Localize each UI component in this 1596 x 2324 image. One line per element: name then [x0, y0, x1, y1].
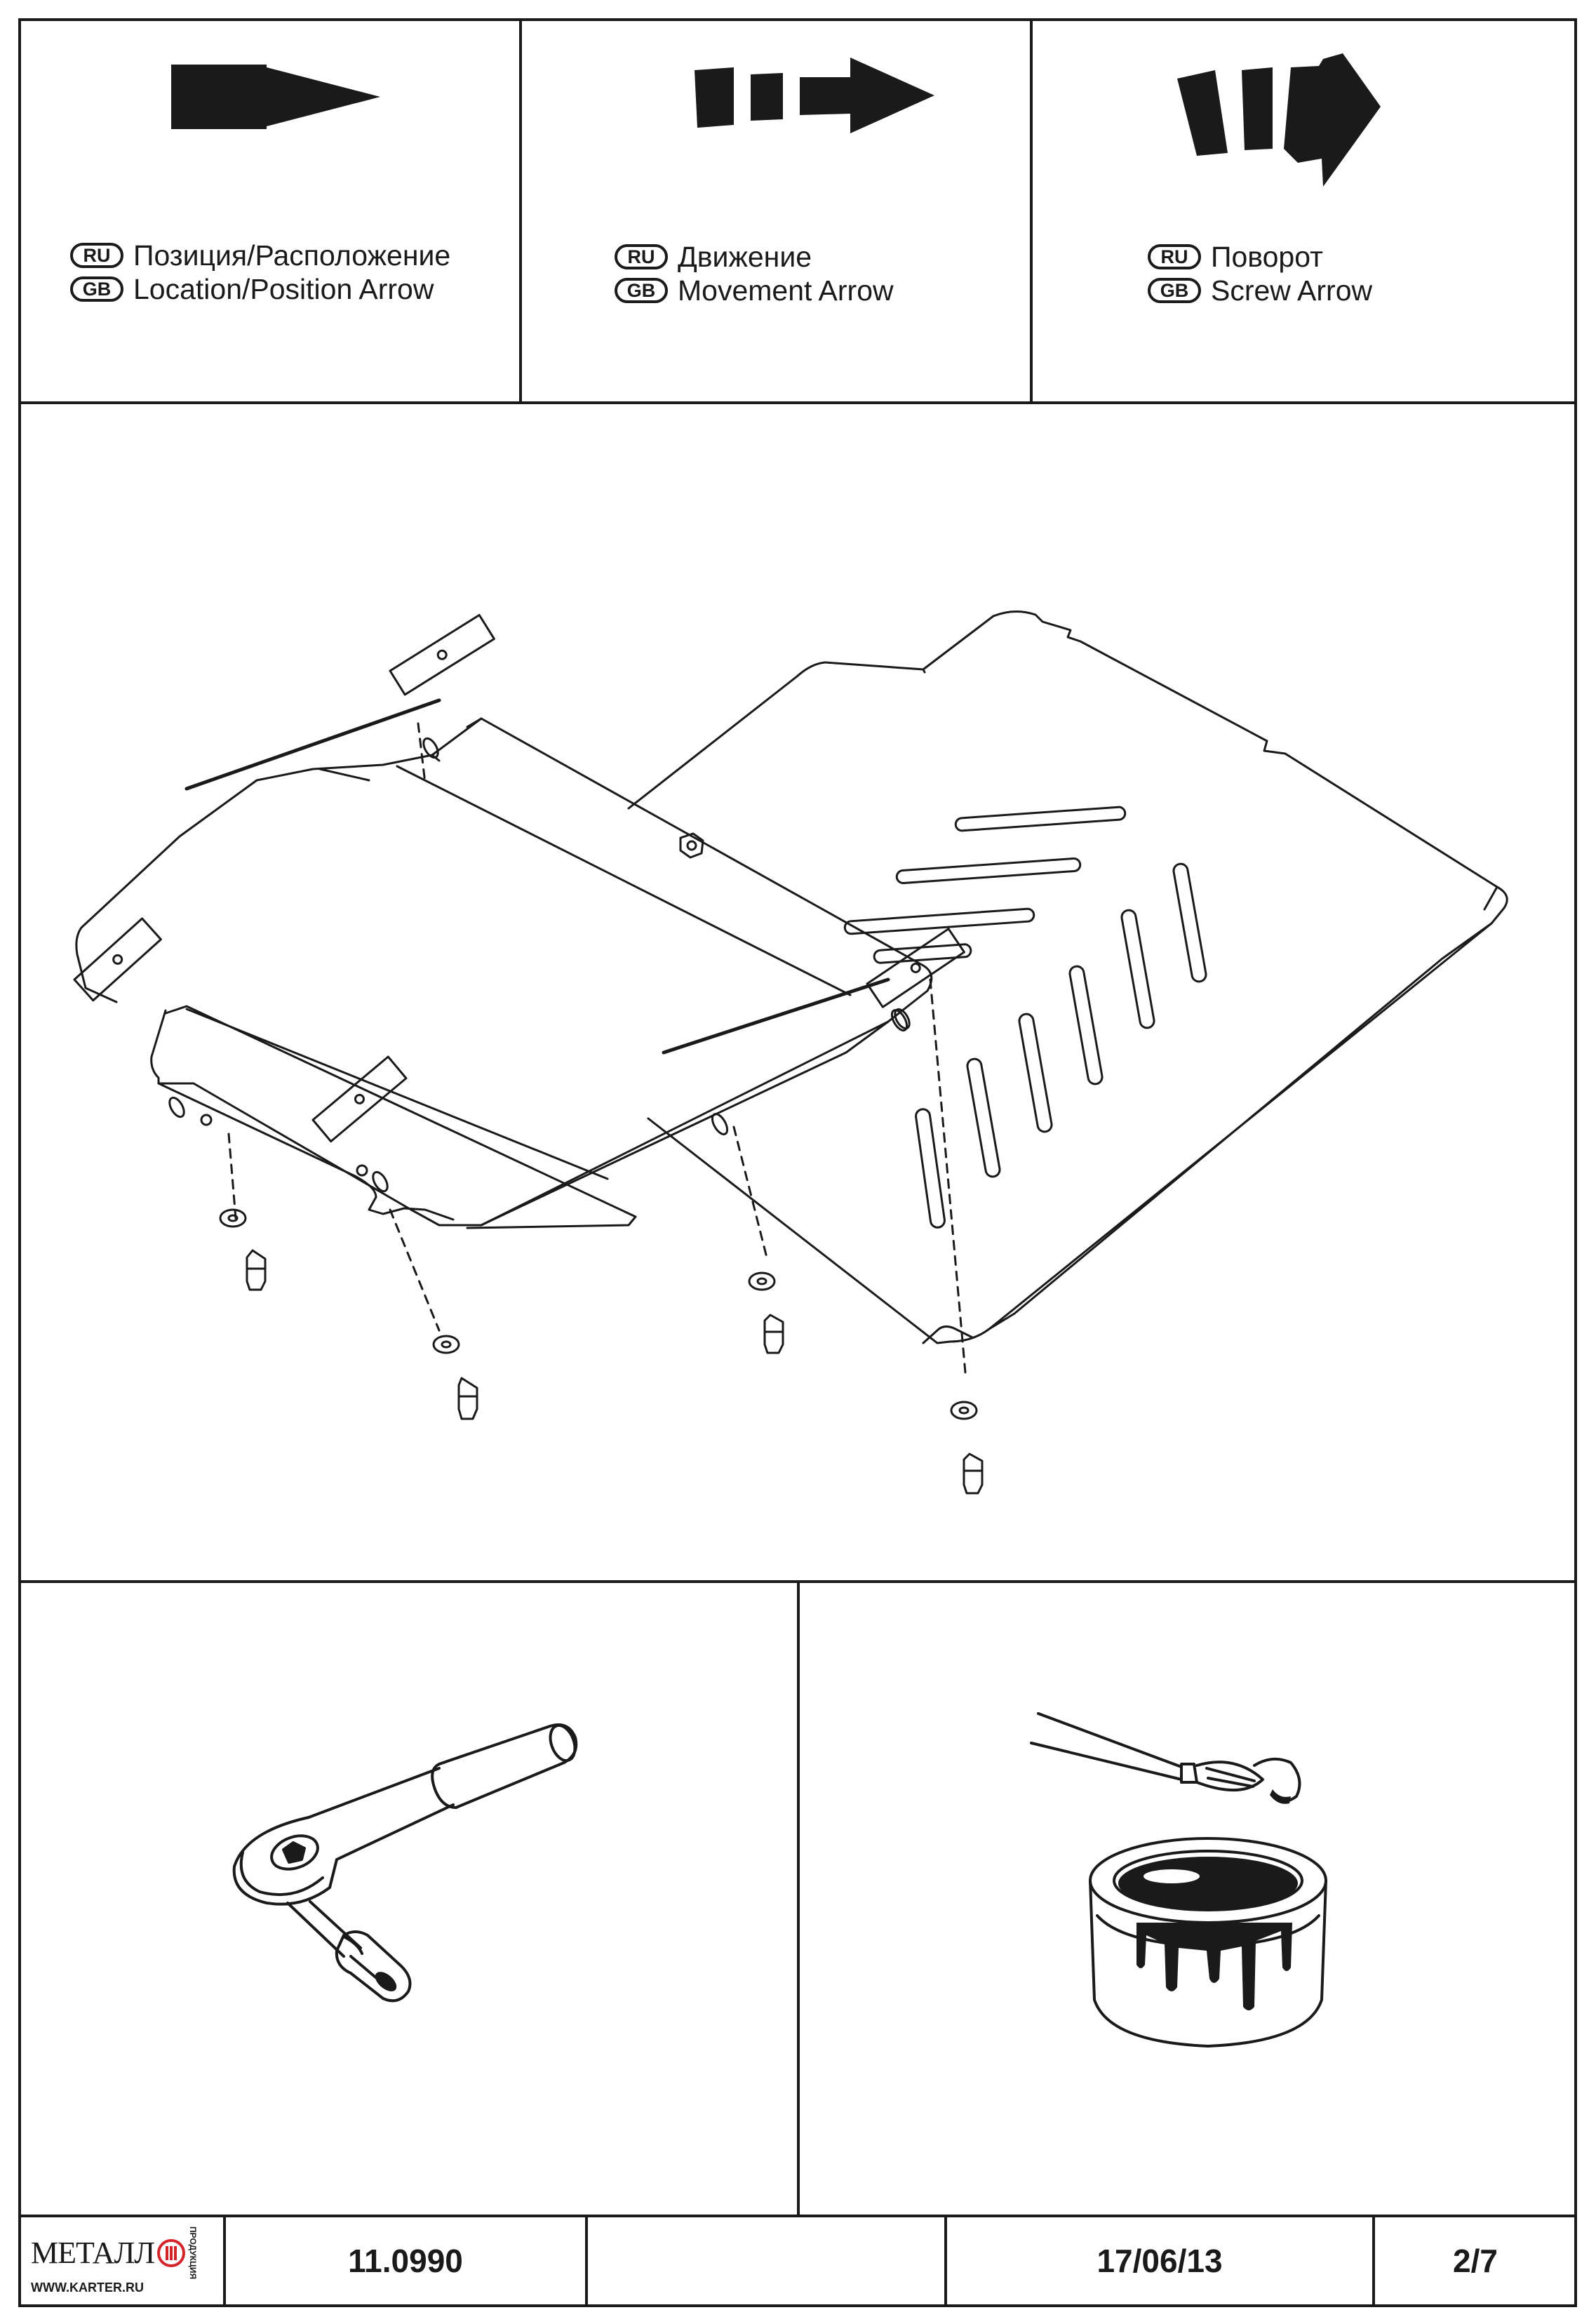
- movement-arrow-icon: [695, 58, 934, 133]
- legend-screw-ru: Поворот: [1211, 241, 1323, 273]
- logo-url: WWW.KARTER.RU: [31, 2280, 144, 2295]
- washer-bolt-1: [219, 1208, 267, 1291]
- divider-top: [18, 401, 1577, 404]
- divider-footer: [18, 2215, 1577, 2217]
- divider-tools: [797, 1580, 800, 2216]
- divider-footer-1: [223, 2215, 226, 2306]
- gb-badge: GB: [615, 278, 668, 303]
- logo-emblem-icon: [157, 2238, 186, 2267]
- washer-bolt-4: [950, 1401, 984, 1495]
- page-number: 2/7: [1453, 2243, 1498, 2279]
- washer-bolt-2: [432, 1335, 478, 1420]
- page-frame: [18, 18, 1577, 2307]
- assembly-illustration: [73, 610, 1508, 1495]
- logo-side-text: ПРОДУКЦИЯ: [188, 2226, 199, 2280]
- legend-movement-gb: Movement Arrow: [678, 274, 894, 307]
- legend-location-ru: Позиция/Расположение: [133, 239, 451, 272]
- legend-movement-ru: Движение: [678, 241, 812, 273]
- screw-arrow-icon: [1177, 53, 1381, 187]
- legend-screw-gb: Screw Arrow: [1211, 274, 1373, 307]
- paint-brush-can-icon: [1030, 1712, 1327, 2048]
- washer-bolt-3: [748, 1271, 784, 1354]
- divider-legend-2: [1030, 18, 1033, 403]
- rear-skid-plate: [627, 610, 1508, 1344]
- footer-logo: МЕТАЛЛ ПРОДУКЦИЯ WWW.KARTER.RU: [21, 2217, 223, 2304]
- blank-cell: [588, 2217, 944, 2304]
- date: 17/06/13: [1097, 2243, 1223, 2279]
- ru-badge: RU: [1148, 244, 1201, 269]
- ru-badge: RU: [615, 244, 668, 269]
- divider-footer-2: [585, 2215, 588, 2306]
- divider-legend-1: [519, 18, 522, 403]
- part-number: 11.0990: [348, 2243, 463, 2279]
- logo-text: МЕТАЛЛ: [31, 2236, 155, 2270]
- location-arrow-icon: [171, 65, 380, 129]
- legend-screw: RU Поворот GB Screw Arrow: [1148, 240, 1372, 307]
- divider-footer-3: [944, 2215, 947, 2306]
- gb-badge: GB: [70, 276, 123, 302]
- legend-movement: RU Движение GB Movement Arrow: [615, 240, 894, 307]
- legend-location: RU Позиция/Расположение GB Location/Positi…: [70, 239, 450, 306]
- ratchet-wrench-icon: [232, 1723, 578, 2003]
- gb-badge: GB: [1148, 278, 1201, 303]
- legend-location-gb: Location/Position Arrow: [133, 273, 434, 305]
- front-skid-plate: [75, 717, 933, 1229]
- ru-badge: RU: [70, 243, 123, 268]
- mounting-brackets: [73, 614, 965, 1143]
- divider-footer-4: [1372, 2215, 1375, 2306]
